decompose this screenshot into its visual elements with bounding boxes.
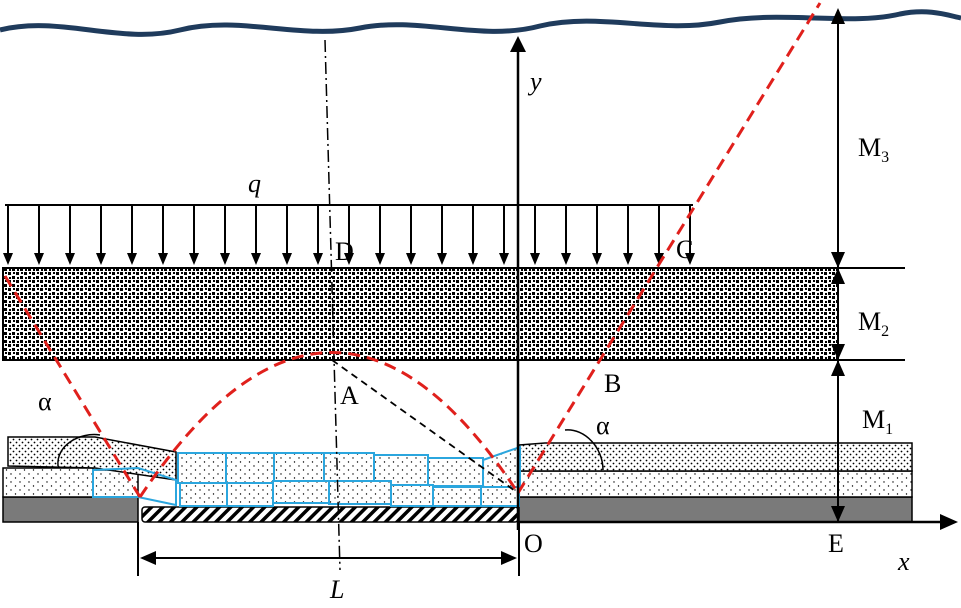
- label-x: x: [897, 547, 910, 576]
- load-arrow-head: [127, 253, 137, 265]
- load-arrow-head: [282, 253, 292, 265]
- distributed-load: [3, 204, 695, 265]
- label-b: B: [604, 369, 621, 398]
- label-c: C: [676, 235, 693, 264]
- load-arrow-head: [623, 253, 633, 265]
- span-arrow-right: [501, 551, 517, 565]
- label-e: E: [828, 529, 844, 558]
- load-arrow-head: [437, 253, 447, 265]
- label-m2: M2: [858, 307, 889, 340]
- dimension-arrows: [831, 8, 845, 522]
- coal-seam-left: [2, 496, 139, 523]
- load-arrow-head: [561, 253, 571, 265]
- right-cantilever-block: [518, 442, 913, 472]
- label-l: L: [329, 575, 344, 603]
- right-stratum-lower: [518, 470, 913, 498]
- water-surface: [0, 9, 961, 37]
- alpha-arc-right: [564, 429, 604, 471]
- fracture-lines: [3, 2, 822, 498]
- load-arrow-head: [530, 253, 540, 265]
- label-m3: M3: [858, 133, 889, 166]
- label-q: q: [248, 169, 261, 198]
- label-alpha-left: α: [38, 387, 52, 416]
- load-arrow-head: [313, 253, 323, 265]
- symmetry-line: [324, 39, 341, 571]
- load-arrow-head: [468, 253, 478, 265]
- ao-line: [331, 359, 519, 494]
- alpha-arc-left: [57, 433, 101, 467]
- load-arrow-head: [406, 253, 416, 265]
- load-arrow-head: [592, 253, 602, 265]
- load-arrow-head: [34, 253, 44, 265]
- span-arrow-left: [140, 551, 156, 565]
- load-arrow-head: [344, 253, 354, 265]
- load-arrow-head: [189, 253, 199, 265]
- label-alpha-right: α: [596, 411, 610, 440]
- label-d: D: [335, 237, 354, 266]
- load-arrow-head: [685, 253, 695, 265]
- span-dimension: [137, 522, 520, 576]
- caved-blocks: [92, 445, 521, 507]
- load-arrow-head: [3, 253, 13, 265]
- load-arrow-head: [375, 253, 385, 265]
- load-arrow-head: [96, 253, 106, 265]
- load-arrow-head: [65, 253, 75, 265]
- goaf-floor: [141, 506, 519, 523]
- left-stratum-lower: [2, 467, 94, 498]
- load-arrow-head: [158, 253, 168, 265]
- load-arrow-head: [251, 253, 261, 265]
- label-o: O: [524, 529, 543, 558]
- stratum-m2: [2, 267, 839, 361]
- label-y: y: [527, 67, 542, 96]
- label-a: A: [340, 381, 359, 410]
- label-m1: M1: [862, 405, 893, 438]
- y-axis-arrow: [510, 36, 526, 52]
- load-arrow-head: [654, 253, 664, 265]
- x-axis-arrow: [940, 514, 958, 530]
- coal-seam-right: [518, 496, 913, 523]
- load-arrow-head: [499, 253, 509, 265]
- load-arrow-head: [220, 253, 230, 265]
